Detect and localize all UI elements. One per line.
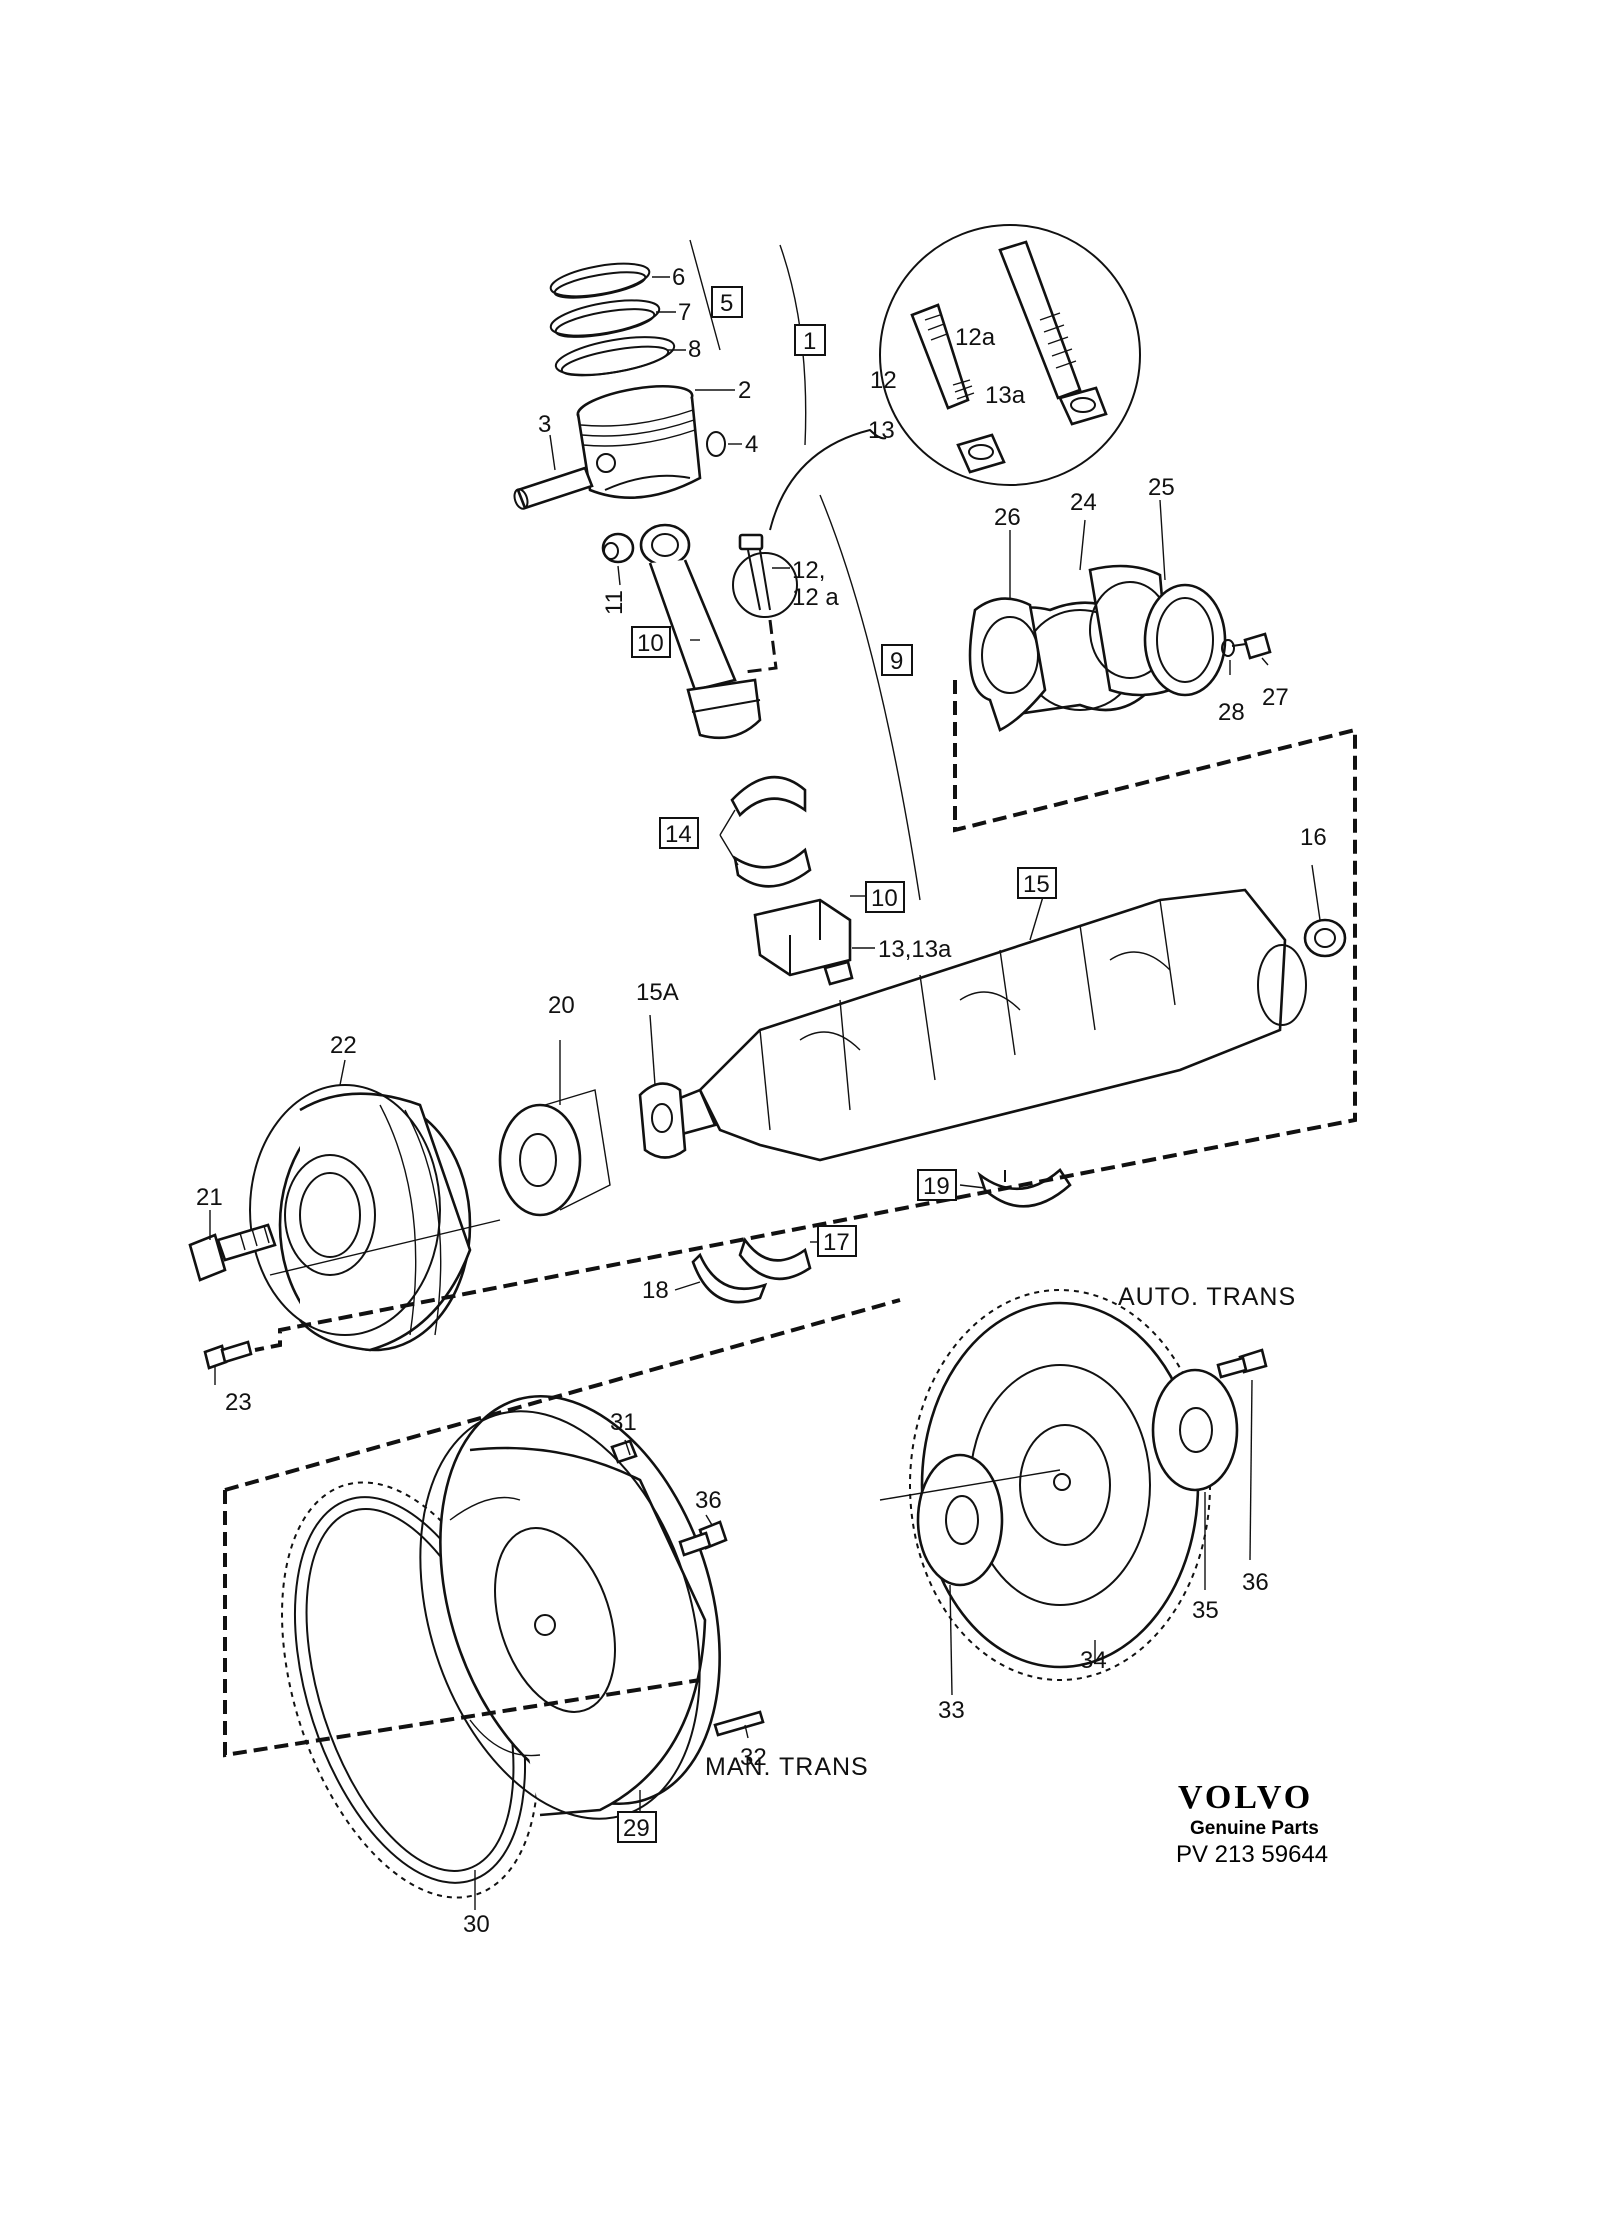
- thrust-half-18: [691, 1252, 768, 1304]
- rod-cap-shell: [753, 898, 852, 977]
- callout-15a: 15A: [636, 979, 679, 1006]
- callout-13a: 13a: [985, 382, 1026, 409]
- bearing-shells-upper: [730, 775, 812, 888]
- callout-21: 21: [196, 1184, 223, 1211]
- callout-32: 32: [740, 1744, 767, 1771]
- callout-13-13a: 13,13a: [878, 936, 952, 963]
- callout-box-9: [881, 644, 913, 676]
- callout-19: 19: [923, 1173, 950, 1200]
- callout-box-19: [917, 1169, 957, 1201]
- callout-11: 11: [601, 590, 628, 615]
- callout-box-17: [817, 1225, 857, 1257]
- leader-lines: [209, 276, 1321, 1910]
- callout-5: 5: [720, 290, 733, 317]
- pilot-bearing: [1303, 918, 1347, 958]
- caption-man-trans: MAN. TRANS: [705, 1753, 869, 1781]
- callout-10a: 10: [637, 630, 664, 657]
- callout-box-10b: [865, 881, 905, 913]
- piston-pin: [513, 466, 594, 510]
- callout-16: 16: [1300, 824, 1327, 851]
- callout-4: 4: [745, 431, 758, 458]
- cap-nut: [823, 960, 854, 986]
- main-bearing-17: [738, 1237, 812, 1281]
- callout-25: 25: [1148, 474, 1175, 501]
- piston: [576, 384, 702, 499]
- callout-box-15: [1017, 867, 1057, 899]
- callout-36-manual: 36: [695, 1487, 722, 1514]
- branding-block: VOLVO Genuine Parts PV 213 59644: [1176, 1779, 1328, 1868]
- bolt-magnifier: [769, 224, 1141, 531]
- callout-3: 3: [538, 411, 551, 438]
- callout-box-14: [659, 817, 699, 849]
- caption-auto-trans: AUTO. TRANS: [1118, 1283, 1296, 1311]
- callout-9: 9: [890, 648, 903, 675]
- pulley-screw: [203, 1340, 253, 1370]
- callout-7: 7: [678, 299, 691, 326]
- callout-14: 14: [665, 821, 692, 848]
- drawing-code: PV 213 59644: [1176, 1841, 1328, 1868]
- callout-8: 8: [688, 336, 701, 363]
- callout-17: 17: [823, 1229, 850, 1256]
- callout-30: 30: [463, 1911, 490, 1938]
- flexplate-bolt: [1216, 1348, 1268, 1379]
- pulley-bolt: [188, 1223, 277, 1282]
- callout-15: 15: [1023, 871, 1050, 898]
- washer-and-screw: [1221, 632, 1272, 660]
- spacer-33: [916, 1453, 1004, 1587]
- callout-26: 26: [994, 504, 1021, 531]
- circlip: [706, 431, 726, 457]
- callout-23: 23: [225, 1389, 252, 1416]
- piston-rings: [549, 262, 676, 377]
- callout-34: 34: [1080, 1647, 1107, 1674]
- main-bearing-19: [977, 1168, 1072, 1208]
- con-rod: [639, 523, 762, 740]
- spacer-35: [1151, 1368, 1239, 1492]
- callout-29: 29: [623, 1815, 650, 1842]
- callout-6: 6: [672, 264, 685, 291]
- callout-box-5: [711, 286, 743, 318]
- dowel-31: [610, 1439, 638, 1464]
- dowel-32: [713, 1710, 765, 1737]
- gasket: [968, 597, 1047, 732]
- brand-logo: VOLVO: [1178, 1779, 1313, 1816]
- callouts: 6 7 8 2 4 3 5 1 12a 12 13a 13 12, 12 a 1…: [196, 264, 1327, 1938]
- callout-20: 20: [548, 992, 575, 1019]
- thrust-washer-15a: [638, 1082, 687, 1159]
- rod-bolt-detail: [732, 533, 798, 674]
- small-end-bush: [601, 532, 635, 564]
- callout-13: 13: [868, 417, 895, 444]
- callout-10b: 10: [871, 885, 898, 912]
- callout-31: 31: [610, 1409, 637, 1436]
- callout-12-comma: 12,: [792, 557, 825, 584]
- brand-tagline: Genuine Parts: [1190, 1818, 1319, 1839]
- flywheel-bolt: [678, 1520, 728, 1557]
- callout-18: 18: [642, 1277, 669, 1304]
- callout-1: 1: [803, 328, 816, 355]
- callout-35: 35: [1192, 1597, 1219, 1624]
- crank-pulley: [249, 1084, 472, 1352]
- callout-2: 2: [738, 377, 751, 404]
- callout-12: 12: [870, 367, 897, 394]
- callout-box-29: [617, 1811, 657, 1843]
- callout-27: 27: [1262, 684, 1289, 711]
- callout-box-10a: [631, 626, 671, 658]
- callout-36-auto: 36: [1242, 1569, 1269, 1596]
- callout-box-1: [794, 324, 826, 356]
- crank-sprocket: [498, 1089, 611, 1217]
- callout-12a-lower: 12 a: [792, 584, 839, 611]
- callout-12a-top: 12a: [955, 324, 996, 351]
- crankshaft: [648, 888, 1307, 1162]
- callout-28: 28: [1218, 699, 1245, 726]
- flywheel: [419, 1394, 721, 1820]
- callout-24: 24: [1070, 489, 1097, 516]
- callout-22: 22: [330, 1032, 357, 1059]
- callout-33: 33: [938, 1697, 965, 1724]
